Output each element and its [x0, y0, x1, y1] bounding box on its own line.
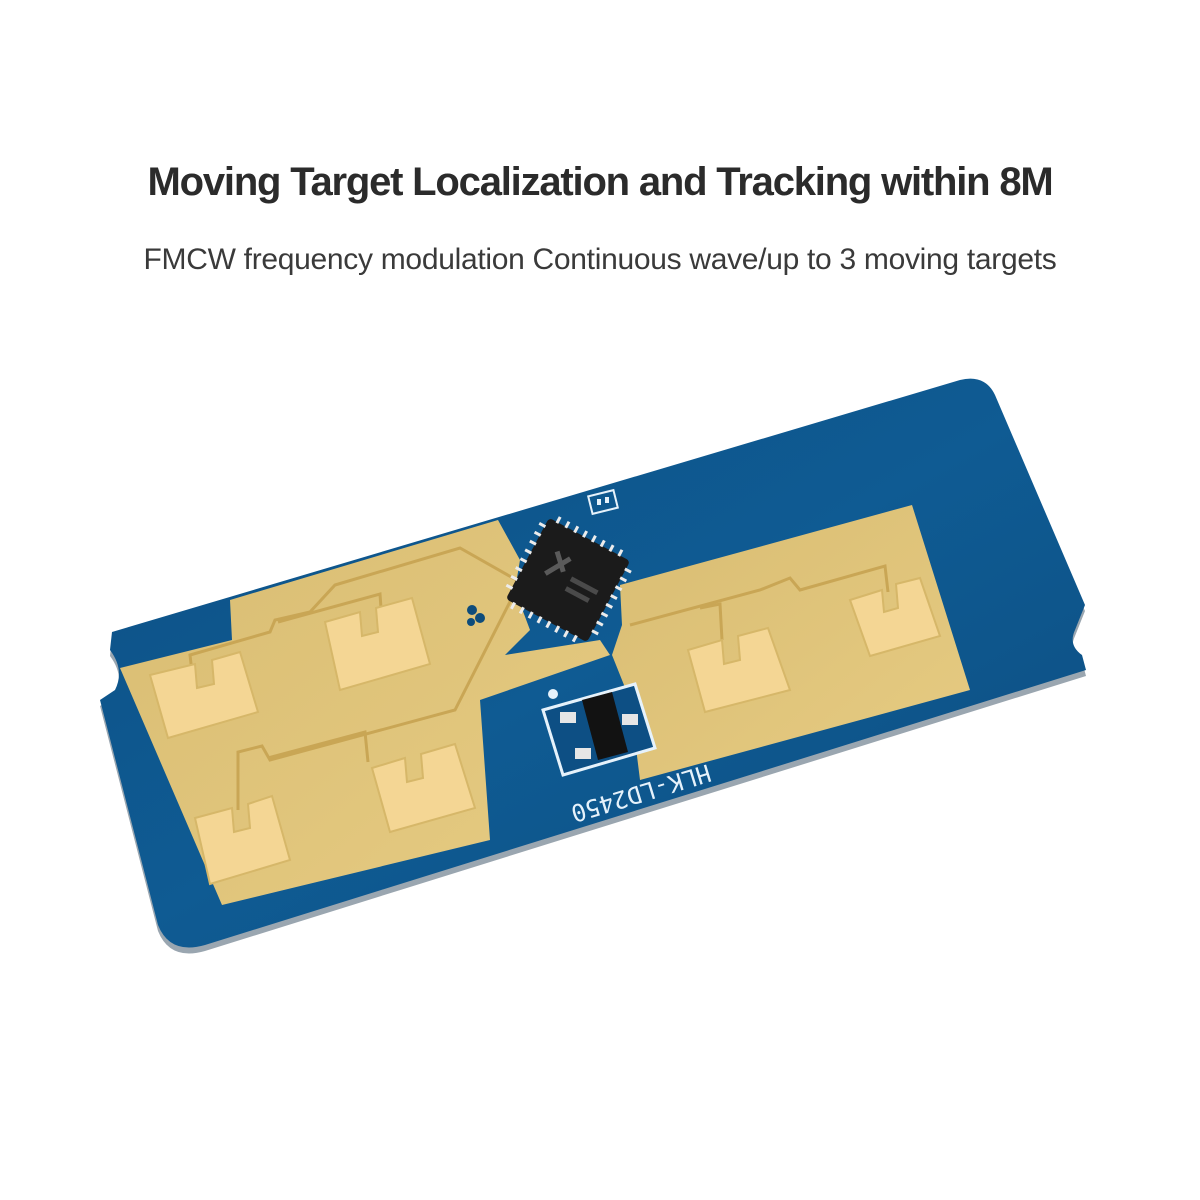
- chip-logo-icon: [544, 550, 572, 576]
- feed-lines: [188, 546, 890, 810]
- tx-patches: [148, 596, 477, 886]
- patch-antenna-2: [323, 596, 432, 692]
- voltage-regulator: [541, 682, 657, 777]
- patch-antenna-4: [370, 742, 477, 834]
- via-holes: [467, 605, 485, 626]
- patch-antenna-6: [848, 576, 942, 658]
- radar-chip: [505, 516, 632, 643]
- page-title: Moving Target Localization and Tracking …: [147, 160, 1054, 204]
- rx-patches: [686, 576, 942, 714]
- rx-antenna-plane: [612, 505, 970, 780]
- patch-antenna-3: [193, 794, 292, 886]
- patch-antenna-5: [686, 626, 792, 714]
- patch-antenna-1: [148, 650, 260, 740]
- page-subtitle: FMCW frequency modulation Continuous wav…: [143, 243, 1057, 276]
- smd-capacitor: [586, 488, 620, 516]
- tx-antenna-plane: [120, 520, 610, 905]
